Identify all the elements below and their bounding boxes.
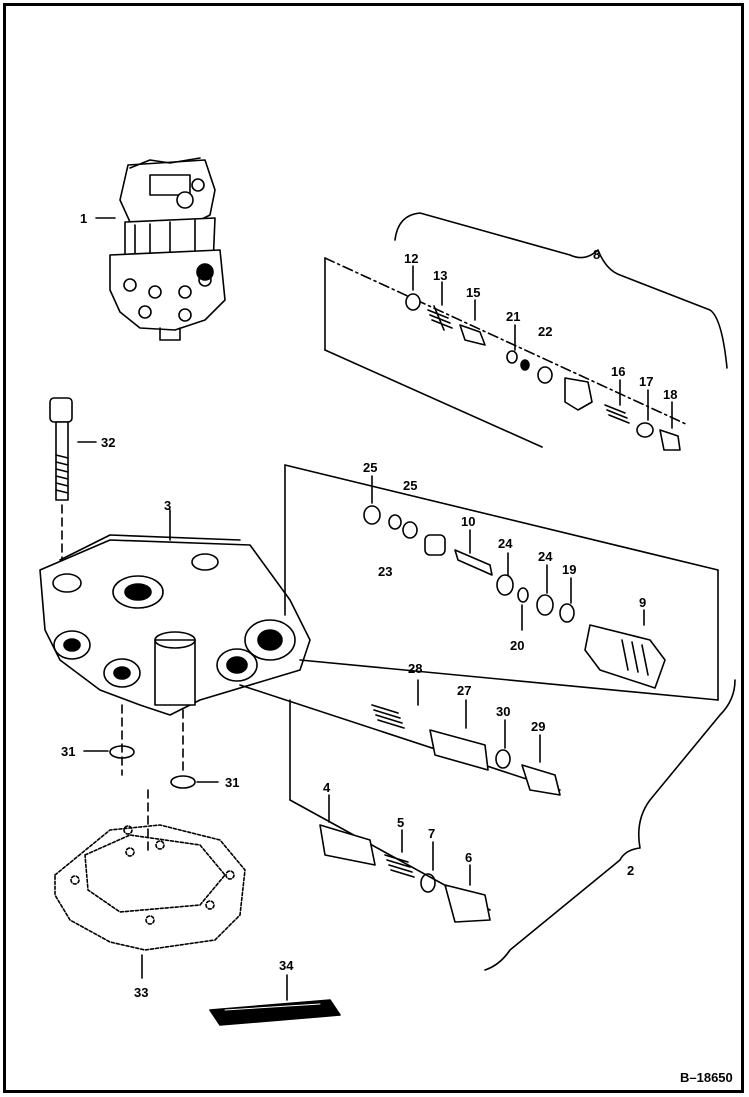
- callout-10: 10: [461, 514, 475, 529]
- part-19-ring: [559, 603, 575, 623]
- callout-28: 28: [408, 661, 422, 676]
- part-27-piston: [429, 729, 489, 771]
- callout-27: 27: [457, 683, 471, 698]
- callout-3: 3: [164, 498, 171, 513]
- part-13-spring: [427, 305, 453, 331]
- part-22-ring: [537, 366, 553, 384]
- callout-32: 32: [101, 435, 115, 450]
- bracket-8: [394, 212, 728, 369]
- callout-13: 13: [433, 268, 447, 283]
- callout-18: 18: [663, 387, 677, 402]
- part-20-ring: [520, 359, 530, 371]
- callout-15: 15: [466, 285, 480, 300]
- callout-20: 20: [510, 638, 524, 653]
- callout-31b: 31: [225, 775, 239, 790]
- part-28-spring: [371, 704, 405, 729]
- part-5-spring: [384, 854, 415, 878]
- callout-2: 2: [627, 863, 634, 878]
- callout-12: 12: [404, 251, 418, 266]
- callout-5: 5: [397, 815, 404, 830]
- part-34-label: [209, 999, 341, 1026]
- part-1-pump-motor: [109, 157, 226, 341]
- part-3-valve-body: [39, 534, 311, 716]
- part-24-ring-b: [536, 594, 554, 616]
- assembly-8-parts: [324, 257, 689, 451]
- callout-17: 17: [639, 374, 653, 389]
- part-31-oring-right: [170, 775, 196, 789]
- callout-1: 1: [80, 211, 87, 226]
- callout-23: 23: [378, 564, 392, 579]
- part-29-plug: [521, 764, 561, 796]
- part-12-washer: [405, 293, 421, 311]
- part-17-nut: [636, 422, 654, 438]
- part-7-ring: [420, 873, 436, 893]
- callout-24a: 24: [498, 536, 513, 551]
- callout-labels: 1 2 3 4 5 6 7 8 9 10 12 13 15 16 17 18 1…: [61, 211, 677, 1000]
- part-18-cap: [659, 429, 681, 451]
- part-11-seat: [424, 534, 446, 556]
- assembly-2-parts: [284, 464, 719, 701]
- part-11-plug: [564, 377, 593, 411]
- part-10-stem: [454, 549, 493, 576]
- callout-33: 33: [134, 985, 148, 1000]
- part-6-plug: [444, 884, 491, 923]
- part-15-poppet: [459, 324, 486, 346]
- callout-25b: 25: [403, 478, 417, 493]
- part-20-ring-b: [517, 587, 529, 603]
- callout-34: 34: [279, 958, 294, 973]
- part-32-bolt: [49, 397, 73, 501]
- callout-30: 30: [496, 704, 510, 719]
- part-21-ring: [506, 350, 518, 364]
- part-25-ring-b: [402, 521, 418, 539]
- part-25-ring-a: [363, 505, 381, 525]
- lower-parts-row1: [239, 684, 561, 796]
- part-24-ring-a: [496, 574, 514, 596]
- part-23-ring: [388, 514, 402, 530]
- callout-8: 8: [593, 247, 600, 262]
- callout-24b: 24: [538, 549, 553, 564]
- lower-parts-row2: [289, 699, 491, 923]
- figure-reference: B–18650: [680, 1070, 733, 1085]
- part-30-ring: [495, 749, 511, 769]
- callout-4: 4: [323, 780, 331, 795]
- callout-19: 19: [562, 562, 576, 577]
- part-4-spool: [319, 824, 376, 866]
- callout-21: 21: [506, 309, 520, 324]
- bracket-2: [484, 679, 736, 971]
- callout-22: 22: [538, 324, 552, 339]
- callout-31a: 31: [61, 744, 75, 759]
- part-33-manifold: [54, 824, 246, 951]
- callout-16: 16: [611, 364, 625, 379]
- diagram-border: [3, 3, 744, 1093]
- callout-9: 9: [639, 595, 646, 610]
- part-16-spring: [604, 404, 630, 424]
- callout-6: 6: [465, 850, 472, 865]
- callout-7: 7: [428, 826, 435, 841]
- callout-29: 29: [531, 719, 545, 734]
- callout-25a: 25: [363, 460, 377, 475]
